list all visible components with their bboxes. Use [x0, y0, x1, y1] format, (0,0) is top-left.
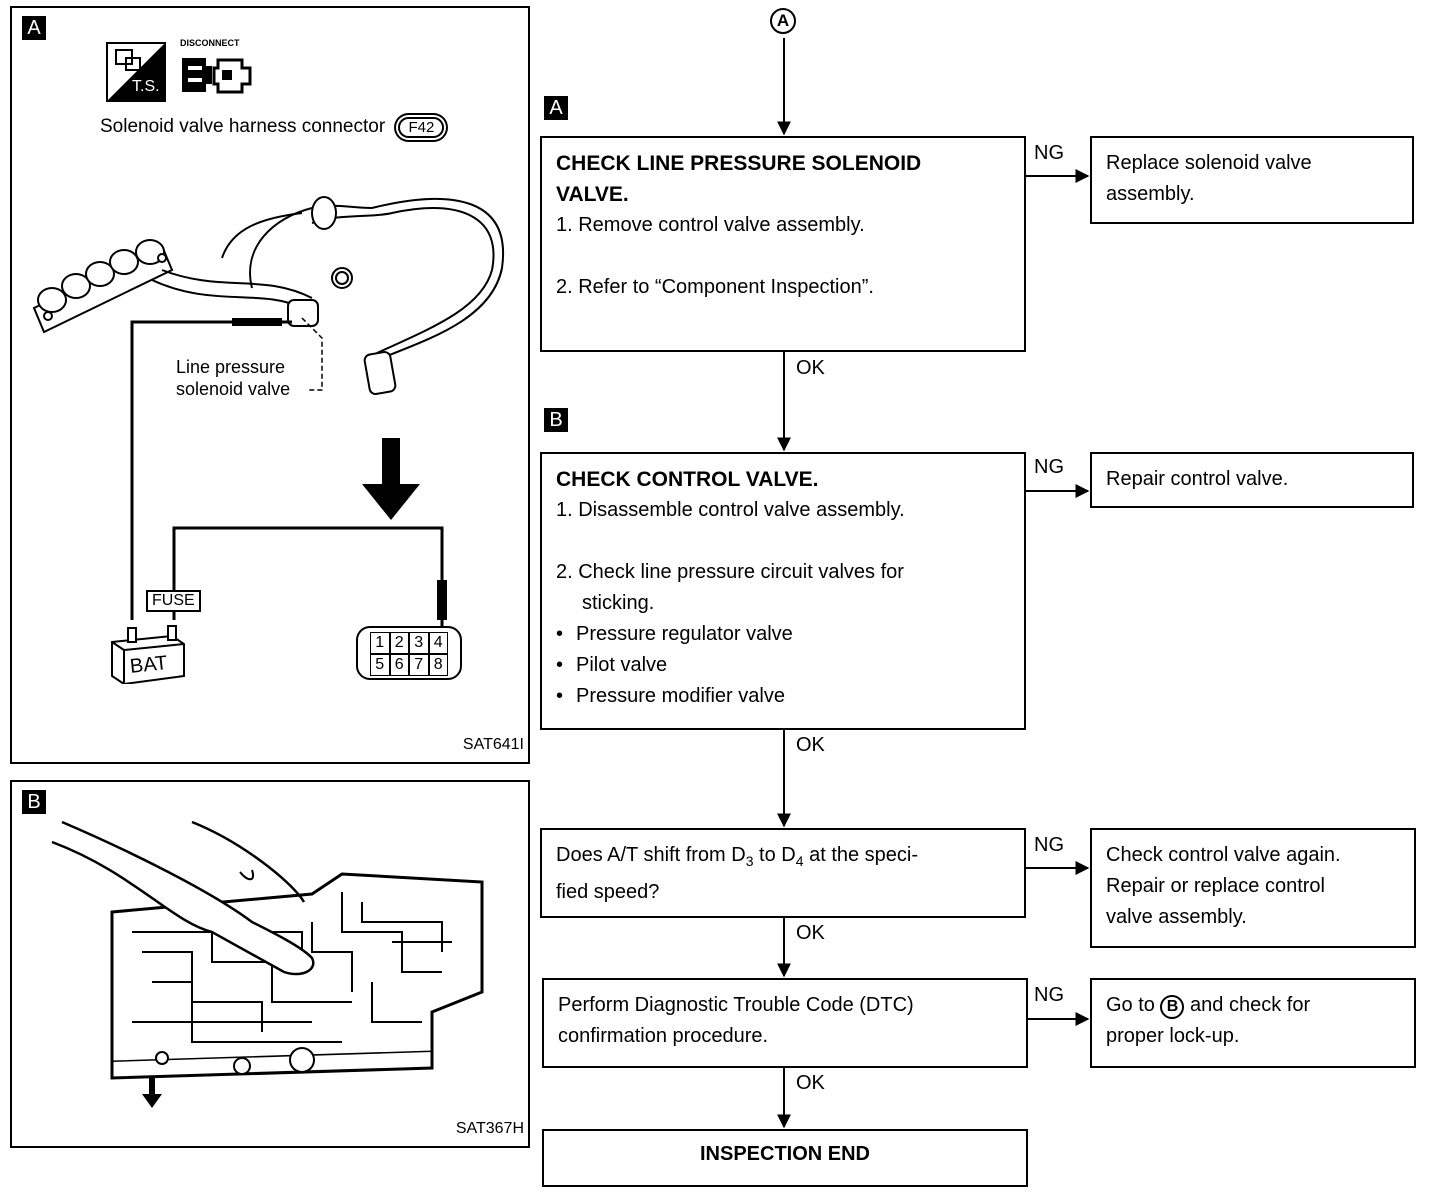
box3-line-2: fied speed? [556, 881, 660, 903]
box1-step-1: 1. Remove control valve assembly. [556, 214, 865, 236]
box2-title: CHECK CONTROL VALVE. [556, 468, 819, 491]
box2-bullet-1: Pressure regulator valve [556, 619, 1010, 650]
battery-icon: BAT [108, 622, 188, 684]
ts-icon: T.S. [106, 42, 166, 102]
box-check-line-pressure-solenoid: CHECK LINE PRESSURE SOLENOID VALVE. 1. R… [540, 136, 1026, 352]
box-shift-question: Does A/T shift from D3 to D4 at the spec… [540, 828, 1026, 918]
box4-ng-line-1: Go to B and check for [1106, 990, 1400, 1021]
line-pressure-label: Line pressure solenoid valve [176, 356, 290, 400]
ok-label-1: OK [796, 357, 825, 379]
box3-ng-line-2: Repair or replace control [1106, 875, 1325, 897]
box3-line-1: Does A/T shift from D3 to D4 at the spec… [556, 840, 1010, 877]
figure-code-b: SAT367H [455, 1120, 524, 1137]
box3-ng-line-3: valve assembly. [1106, 906, 1247, 928]
step-a-tag: A [544, 96, 568, 120]
pin: 2 [389, 632, 409, 654]
fuse-label: FUSE [146, 590, 201, 612]
pin: 7 [409, 654, 429, 676]
ok-label-4: OK [796, 1072, 825, 1094]
ts-label: T.S. [132, 78, 160, 95]
box-go-to-b: Go to B and check for proper lock-up. [1090, 978, 1416, 1068]
panel-a-tag: A [22, 16, 46, 40]
pin: 3 [409, 632, 429, 654]
box4-line-2: confirmation procedure. [558, 1025, 769, 1047]
panel-b-illustration: B SAT367H [10, 780, 530, 1148]
disconnect-icon: DISCONNECT [178, 38, 258, 104]
valve-label-line-1: Line pressure [176, 357, 286, 377]
box3-sub-1: 3 [745, 853, 754, 869]
box3-ng-line-1: Check control valve again. [1106, 844, 1341, 866]
solenoid-harness-drawing [32, 196, 505, 628]
figure-code-a: SAT641I [462, 736, 524, 753]
box2-ng-text: Repair control valve. [1106, 468, 1289, 490]
box4-line-1: Perform Diagnostic Trouble Code (DTC) [558, 994, 914, 1016]
pin: 6 [389, 654, 409, 676]
box-dtc-confirmation: Perform Diagnostic Trouble Code (DTC) co… [542, 978, 1028, 1068]
connector-id-badge: F42 [398, 117, 445, 138]
ok-label-3: OK [796, 922, 825, 944]
box2-bullet-3: Pressure modifier valve [556, 681, 1010, 712]
pin: 1 [370, 632, 390, 654]
ng-label-4: NG [1034, 984, 1064, 1006]
pin: 8 [428, 654, 448, 676]
panel-a-illustration: A T.S. DISCONNECT Solenoid valve harness… [10, 6, 530, 764]
box-repair-control-valve: Repair control valve. [1090, 452, 1414, 508]
box-check-control-valve: CHECK CONTROL VALVE. 1. Disassemble cont… [540, 452, 1026, 730]
box2-bullet-2: Pilot valve [556, 650, 1010, 681]
pin: 5 [370, 654, 390, 676]
ng-label-2: NG [1034, 456, 1064, 478]
connector-label: Solenoid valve harness connector [100, 116, 386, 137]
box1-title-line-2: VALVE. [556, 183, 629, 206]
ng-label-3: NG [1034, 834, 1064, 856]
box-inspection-end: INSPECTION END [542, 1129, 1028, 1187]
box4-ng-pre: Go to [1106, 994, 1155, 1016]
connector-pin-diagram: 1 2 3 4 5 6 7 8 [356, 626, 462, 680]
ref-b-badge: B [1160, 995, 1185, 1019]
box1-ng-text: Replace solenoid valve assembly. [1106, 152, 1312, 205]
box2-step-2-cont: sticking. [582, 592, 655, 614]
valve-label-line-2: solenoid valve [176, 379, 291, 399]
start-connector-a: A [770, 8, 796, 34]
box3-text-pre: Does A/T shift from D [556, 844, 746, 866]
box3-text-mid: to D [753, 844, 796, 866]
disconnect-label: DISCONNECT [180, 38, 240, 48]
control-valve-drawing [51, 820, 484, 1108]
pin: 4 [428, 632, 448, 654]
step-b-tag: B [544, 408, 568, 432]
ok-label-2: OK [796, 734, 825, 756]
box-replace-solenoid: Replace solenoid valve assembly. [1090, 136, 1414, 224]
box3-sub-2: 4 [795, 853, 804, 869]
box3-text-post: at the speci- [803, 844, 919, 866]
box1-title-line-1: CHECK LINE PRESSURE SOLENOID [556, 152, 922, 175]
box2-step-2: 2. Check line pressure circuit valves fo… [556, 561, 904, 583]
connector-caption: Solenoid valve harness connector F42 [100, 116, 445, 138]
box-check-control-valve-again: Check control valve again. Repair or rep… [1090, 828, 1416, 948]
box2-step-1: 1. Disassemble control valve assembly. [556, 499, 905, 521]
ng-label-1: NG [1034, 142, 1064, 164]
box4-ng-post: and check for [1190, 994, 1311, 1016]
box1-step-2: 2. Refer to “Component Inspection”. [556, 276, 874, 298]
box4-ng-line-2: proper lock-up. [1106, 1025, 1240, 1047]
panel-b-tag: B [22, 790, 46, 814]
